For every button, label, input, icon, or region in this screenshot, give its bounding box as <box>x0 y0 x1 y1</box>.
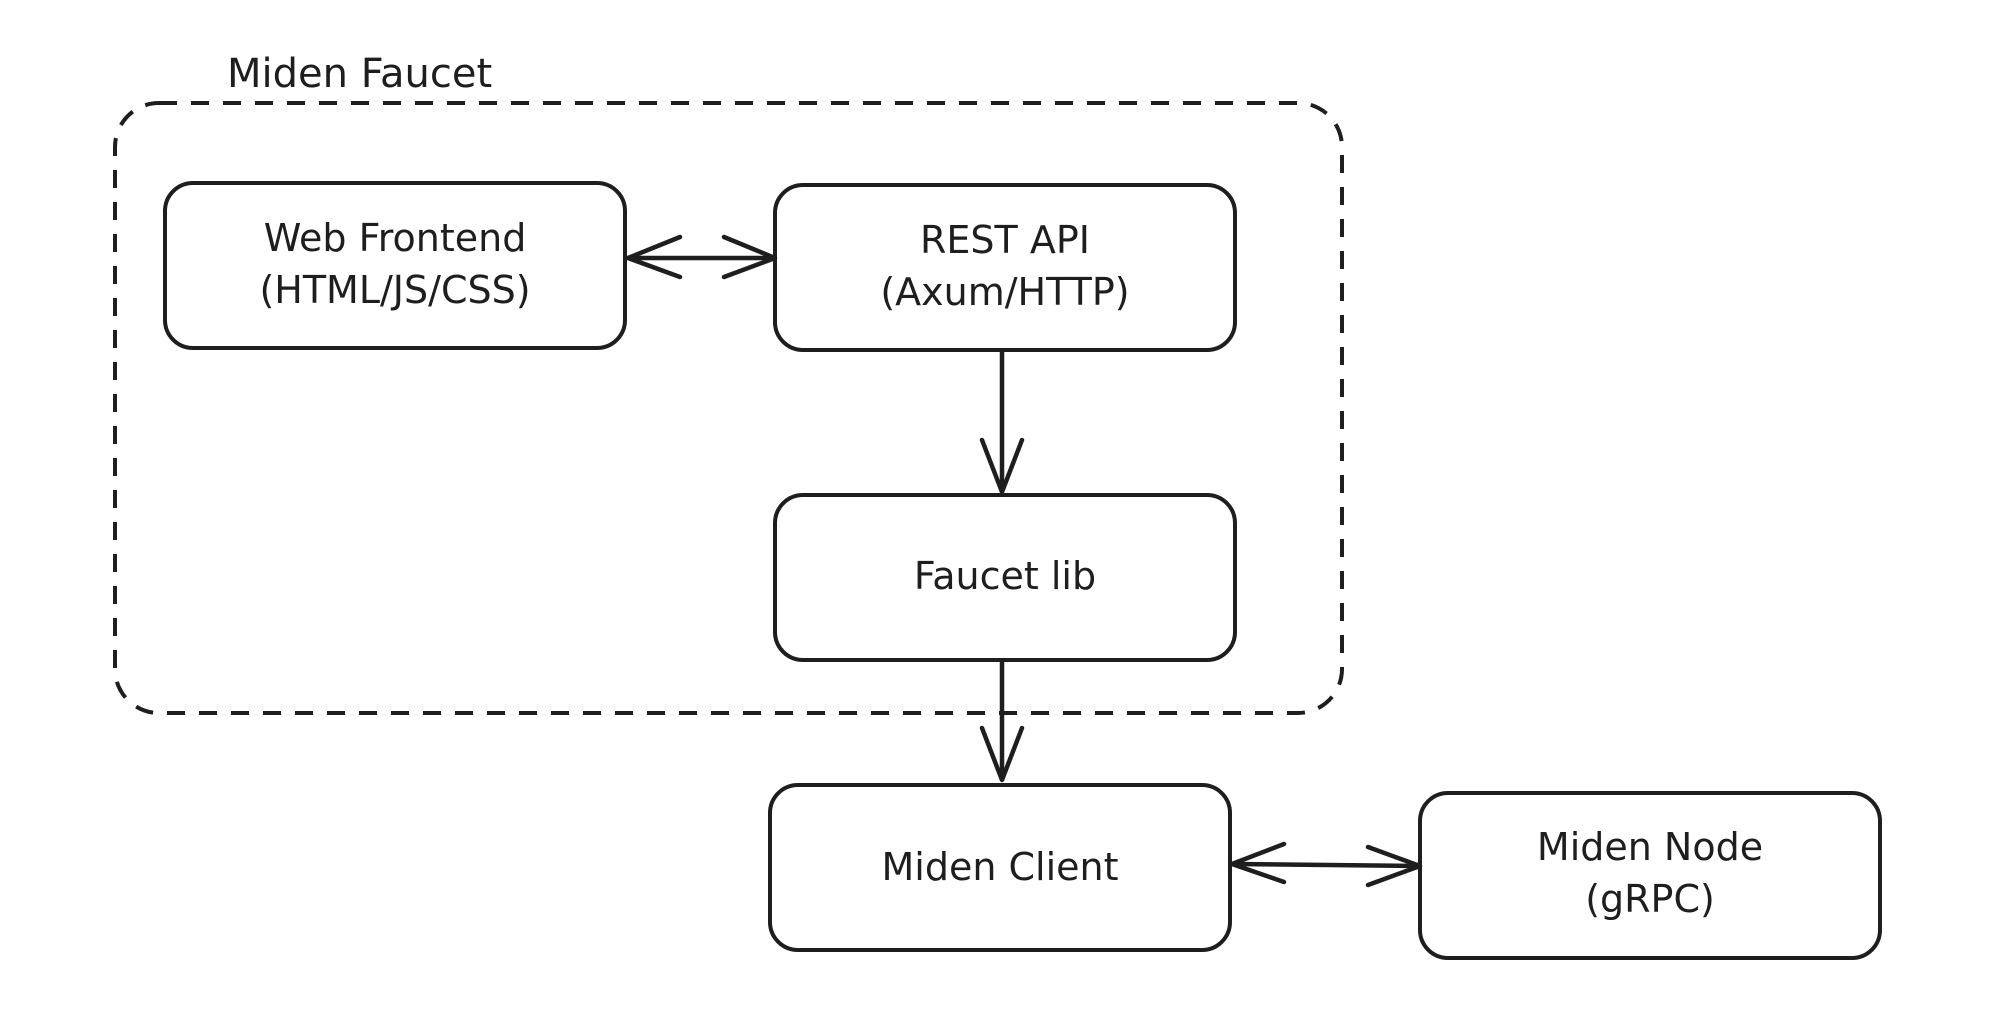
node-label-line: Miden Client <box>881 845 1118 889</box>
node-web-frontend-box <box>163 181 627 350</box>
node-rest-api-box <box>773 183 1237 352</box>
arrowhead-down <box>979 437 1025 495</box>
arrowhead-down <box>979 725 1025 783</box>
edge-miden-client-miden-node <box>1229 841 1423 888</box>
node-label-line: (gRPC) <box>1585 877 1715 921</box>
edge-rest-api-faucet-lib <box>979 349 1025 495</box>
arrowhead-left <box>1229 841 1287 885</box>
node-label-line: REST API <box>920 218 1090 262</box>
node-miden-client-box <box>768 783 1232 952</box>
group-frame <box>113 101 1344 715</box>
group-label: Miden Faucet <box>227 51 492 97</box>
node-faucet-lib[interactable]: Faucet lib <box>773 493 1237 662</box>
node-rest-api[interactable]: REST API (Axum/HTTP) <box>773 183 1237 352</box>
group-miden-faucet: Miden Faucet <box>113 51 1344 715</box>
node-web-frontend[interactable]: Web Frontend (HTML/JS/CSS) <box>163 181 627 350</box>
node-label-line: (Axum/HTTP) <box>880 270 1129 314</box>
edge-faucet-lib-miden-client <box>979 659 1025 783</box>
edge-web-frontend-rest-api <box>625 234 778 280</box>
node-label-line: Faucet lib <box>914 554 1096 598</box>
node-label-line: (HTML/JS/CSS) <box>259 268 530 312</box>
arrowhead-right <box>1365 844 1423 888</box>
node-label-line: Miden Node <box>1537 825 1763 869</box>
node-miden-node[interactable]: Miden Node (gRPC) <box>1418 791 1882 960</box>
node-faucet-lib-box <box>773 493 1237 662</box>
node-miden-client[interactable]: Miden Client <box>768 783 1232 952</box>
node-miden-node-box <box>1418 791 1882 960</box>
arrowhead-left <box>625 234 683 280</box>
arrowhead-right <box>721 234 778 280</box>
node-label-line: Web Frontend <box>264 216 527 260</box>
edge-line <box>1230 861 1421 869</box>
